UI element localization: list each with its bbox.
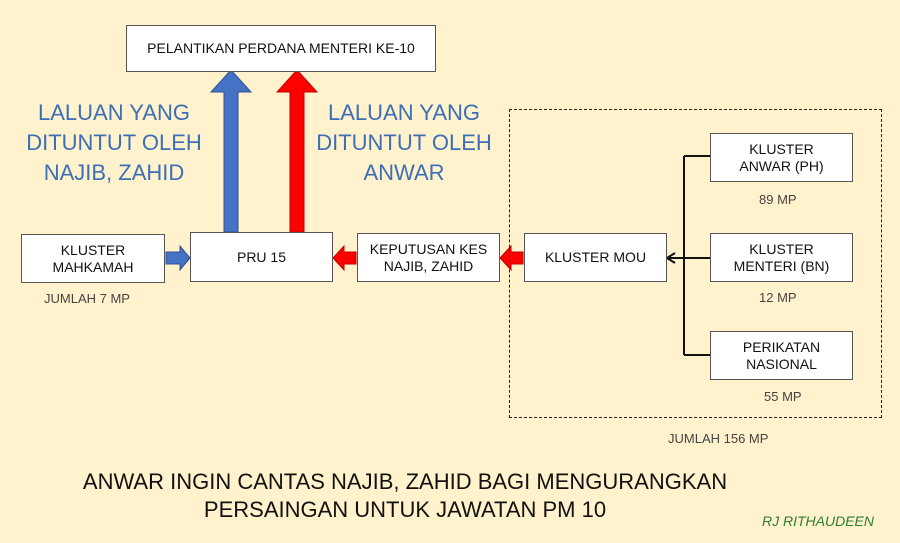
kluster-menteri-box: KLUSTER MENTERI (BN) (710, 233, 853, 282)
cluster-bracket (668, 155, 710, 356)
kluster-anwar-box: KLUSTER ANWAR (PH) (710, 133, 853, 182)
red-left-arrow-mou (499, 244, 524, 272)
kluster-anwar-line2: ANWAR (PH) (739, 157, 824, 174)
mou-arrowhead (665, 252, 676, 264)
keputusan-kes-box: KEPUTUSAN KES NAJIB, ZAHID (357, 233, 500, 282)
mou-group-border (509, 109, 882, 418)
route-anwar-line2: DITUNTUT OLEH (316, 130, 492, 155)
route-anwar-line3: ANWAR (363, 160, 445, 185)
pru15-box: PRU 15 (190, 232, 333, 282)
perikatan-count: 55 MP (764, 389, 802, 404)
red-left-arrow-keputusan (332, 244, 357, 272)
kluster-mou-box: KLUSTER MOU (524, 233, 667, 282)
footer-line1: ANWAR INGIN CANTAS NAJIB, ZAHID BAGI MEN… (82, 469, 728, 494)
menteri-count: 12 MP (759, 290, 797, 305)
red-up-arrow (275, 69, 319, 233)
route-najib-zahid-line2: DITUNTUT OLEH (26, 130, 202, 155)
perikatan-line1: PERIKATAN (742, 338, 821, 355)
pelantikan-label: PELANTIKAN PERDANA MENTERI KE-10 (147, 40, 415, 56)
kluster-mahkamah-box: KLUSTER MAHKAMAH (21, 234, 165, 283)
mahkamah-count: JUMLAH 7 MP (44, 291, 130, 306)
route-anwar: LALUAN YANG DITUNTUT OLEH ANWAR (294, 98, 514, 188)
blue-right-arrow (165, 244, 191, 272)
keputusan-kes-line1: KEPUTUSAN KES (369, 240, 488, 257)
kluster-anwar-line1: KLUSTER (749, 140, 814, 157)
kluster-menteri-line2: MENTERI (BN) (733, 257, 830, 274)
kluster-menteri-line1: KLUSTER (749, 240, 814, 257)
pru15-label: PRU 15 (236, 248, 287, 265)
keputusan-kes-line2: NAJIB, ZAHID (383, 257, 474, 274)
mou-total: JUMLAH 156 MP (668, 431, 769, 446)
perikatan-box: PERIKATAN NASIONAL (710, 331, 853, 380)
perikatan-line2: NASIONAL (746, 355, 817, 372)
credit-label: RJ RITHAUDEEN (762, 513, 875, 529)
route-najib-zahid: LALUAN YANG DITUNTUT OLEH NAJIB, ZAHID (4, 98, 224, 188)
kluster-mahkamah-line2: MAHKAMAH (52, 258, 134, 275)
kluster-mou-label: KLUSTER MOU (544, 249, 647, 265)
route-anwar-line1: LALUAN YANG (327, 100, 481, 125)
kluster-mahkamah-line1: KLUSTER (60, 241, 126, 258)
footer-line2: PERSAINGAN UNTUK JAWATAN PM 10 (203, 497, 607, 522)
blue-up-arrow (209, 69, 253, 233)
pelantikan-box: PELANTIKAN PERDANA MENTERI KE-10 (126, 25, 436, 72)
route-najib-zahid-line3: NAJIB, ZAHID (43, 160, 185, 185)
route-najib-zahid-line1: LALUAN YANG (37, 100, 191, 125)
anwar-count: 89 MP (759, 192, 797, 207)
